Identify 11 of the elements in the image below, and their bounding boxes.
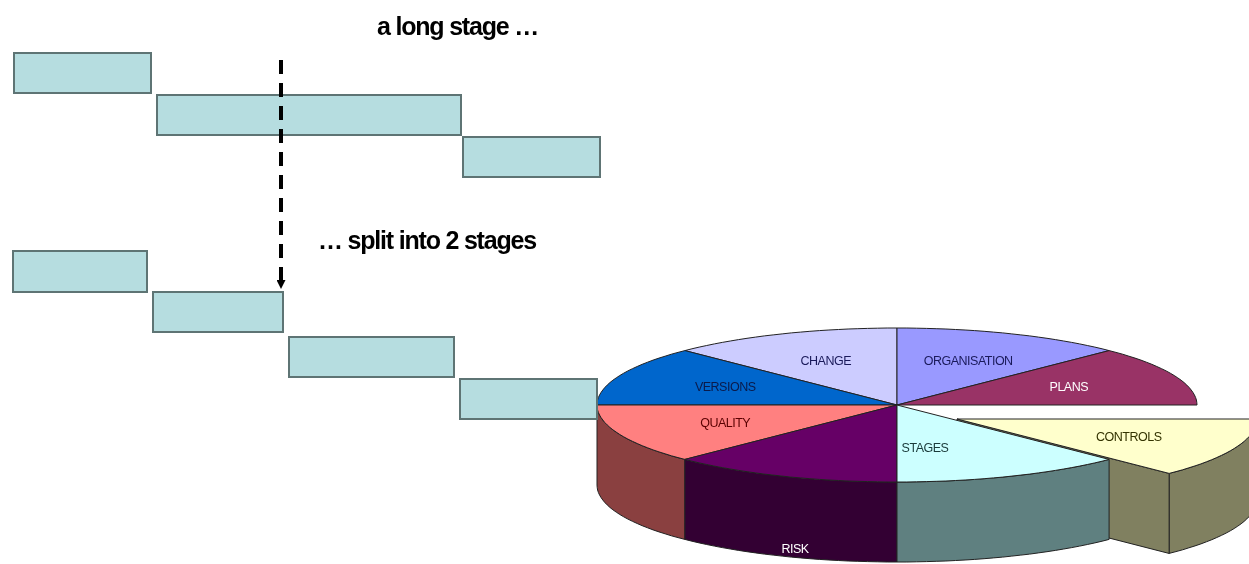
bar-block <box>152 291 284 333</box>
bar-block <box>462 136 601 178</box>
bar-block <box>459 378 598 420</box>
caption-text: a long stage … <box>377 12 538 41</box>
bar-block <box>12 250 148 293</box>
dashed-arrow <box>276 60 286 289</box>
caption-text: … split into 2 stages <box>318 226 536 255</box>
bar-block <box>13 52 152 94</box>
bar-block <box>156 94 462 136</box>
pie-slice: QUALITY <box>596 404 898 540</box>
bar-block <box>288 336 455 378</box>
